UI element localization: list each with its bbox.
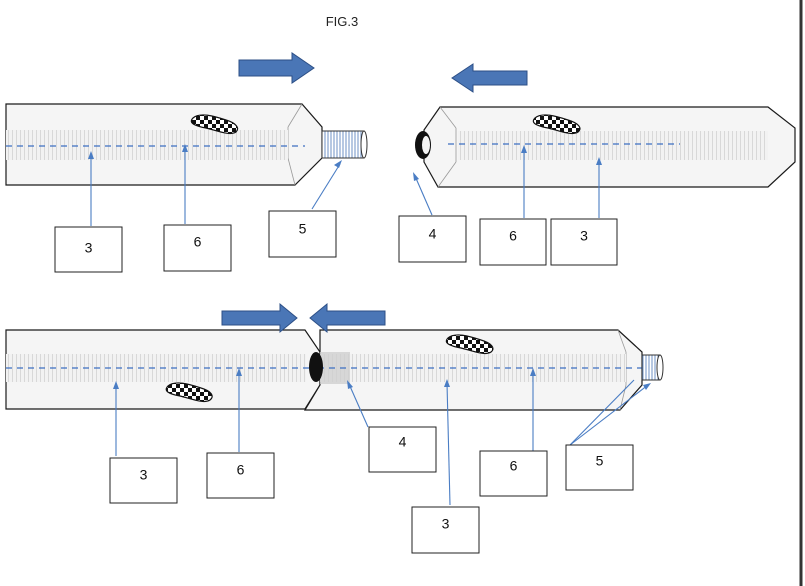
move-right-arrow-icon: [238, 52, 315, 84]
callout-box: 4: [368, 426, 437, 473]
top-left-tube: [5, 103, 368, 186]
ribbed-core: [458, 131, 768, 160]
checkered-debris-icon: [445, 334, 494, 355]
callout-box: 5: [268, 210, 337, 258]
move-right-arrow-icon: [221, 302, 298, 334]
socket-end-icon: [415, 131, 431, 159]
callout-box: 6: [206, 452, 275, 499]
callout-box: 6: [479, 218, 547, 266]
bottom-left-tube: [5, 329, 321, 410]
svg-text:3: 3: [140, 467, 148, 483]
callout-box: 3: [550, 218, 618, 266]
bottom-right-tube: [303, 329, 664, 411]
svg-text:4: 4: [399, 434, 407, 450]
bottom-leader-lines: [113, 368, 651, 506]
svg-text:5: 5: [596, 453, 604, 469]
callout-box: 3: [54, 226, 123, 273]
svg-text:6: 6: [509, 228, 517, 244]
top-leader-lines: [88, 144, 602, 226]
svg-text:3: 3: [85, 240, 93, 256]
callout-box: 5: [565, 444, 634, 491]
svg-text:6: 6: [194, 234, 202, 250]
svg-text:3: 3: [580, 228, 588, 244]
figure-title: FIG.3: [326, 14, 359, 29]
top-right-tube: [415, 106, 796, 188]
threaded-end-icon: [321, 130, 368, 159]
threaded-end-icon: [641, 354, 664, 381]
socket-end-icon: [309, 352, 323, 382]
svg-text:3: 3: [442, 516, 450, 532]
checkered-debris-icon: [532, 114, 581, 135]
svg-text:6: 6: [237, 462, 245, 478]
svg-text:5: 5: [299, 221, 307, 237]
callout-box: 3: [411, 506, 480, 554]
move-left-arrow-icon: [451, 63, 528, 93]
callout-box: 6: [479, 450, 548, 497]
ribbed-core: [6, 130, 288, 160]
move-left-arrow-icon: [309, 302, 386, 334]
callout-box: 6: [163, 224, 232, 272]
svg-text:4: 4: [429, 226, 437, 242]
checkered-debris-icon: [190, 114, 239, 135]
svg-text:6: 6: [510, 458, 518, 474]
checkered-debris-icon: [165, 382, 213, 403]
callout-box: 4: [398, 215, 467, 263]
callout-box: 3: [109, 457, 178, 504]
